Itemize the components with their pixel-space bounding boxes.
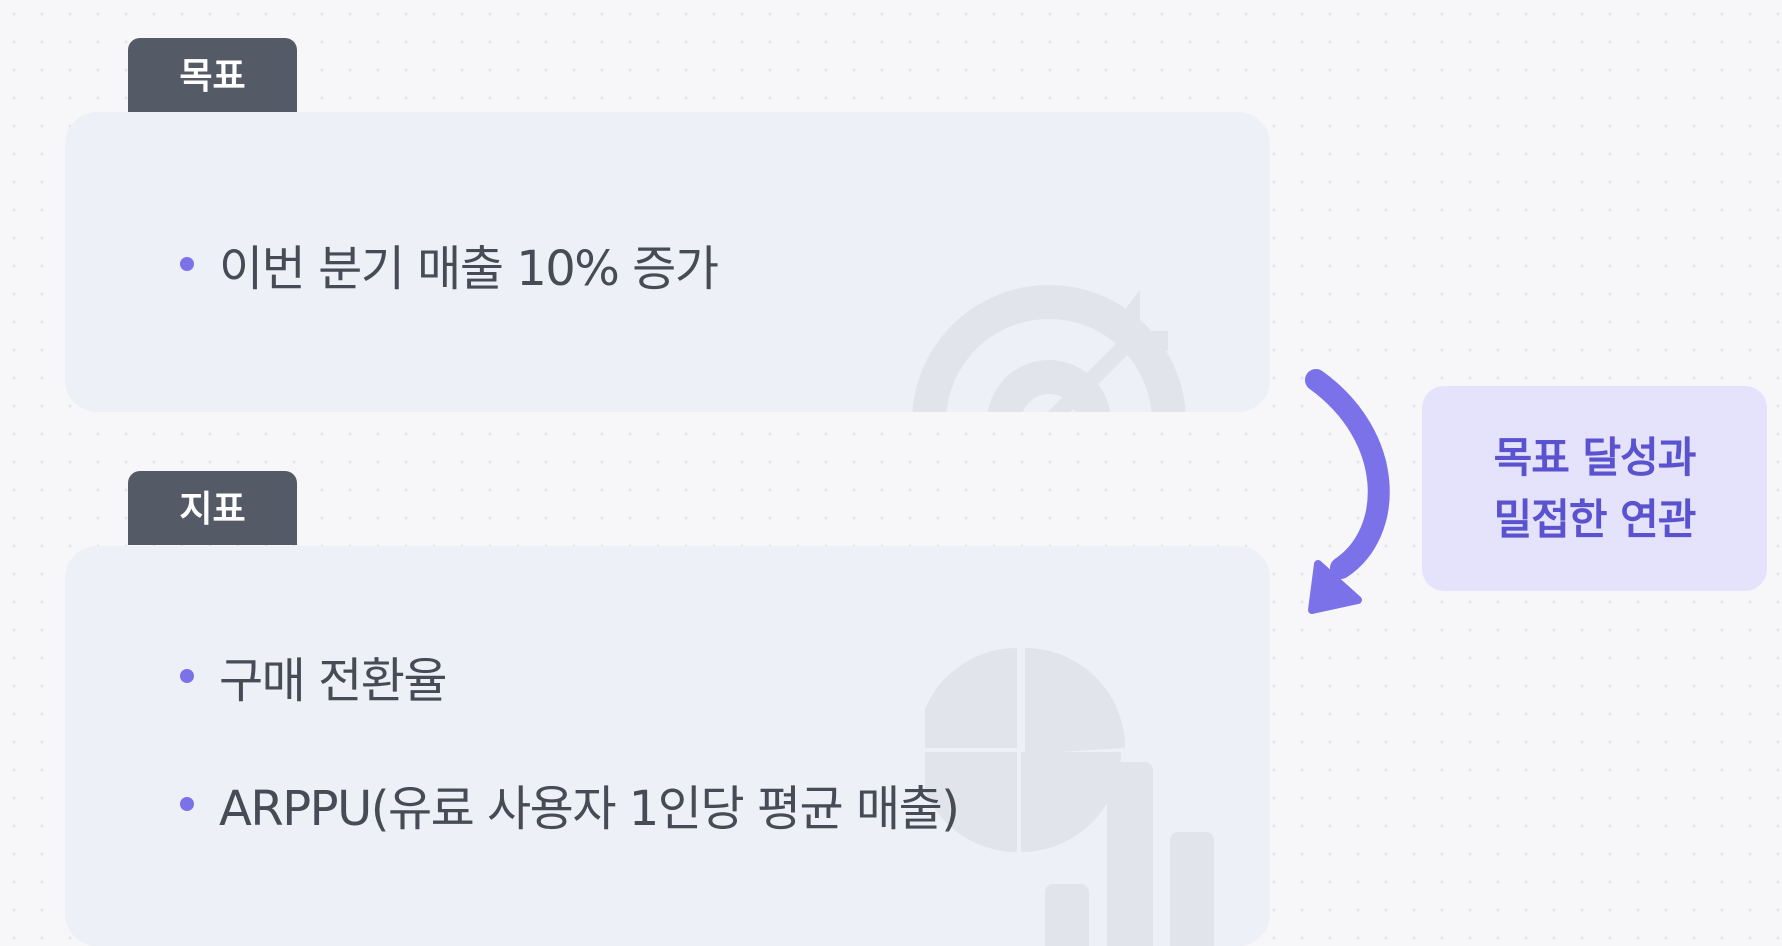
pie-bar-chart-icon [925, 648, 1214, 946]
goal-list-item: 이번 분기 매출 10% 증가 [180, 230, 719, 298]
bullet-dot-icon [180, 669, 194, 683]
curved-arrow-icon [1305, 369, 1390, 614]
relation-line-2: 밀접한 연관 [1493, 494, 1697, 544]
metric-section-tag-label: 지표 [179, 489, 246, 530]
goal-item-text: 이번 분기 매출 10% 증가 [219, 241, 719, 297]
metric-list: 구매 전환율 ARPPU(유료 사용자 1인당 평균 매출) [180, 642, 960, 838]
metric-list-item: ARPPU(유료 사용자 1인당 평균 매출) [180, 770, 960, 838]
metric-item-text: ARPPU(유료 사용자 1인당 평균 매출) [219, 781, 960, 837]
target-arrow-icon [912, 285, 1186, 412]
metric-card: 구매 전환율 ARPPU(유료 사용자 1인당 평균 매출) [65, 546, 1270, 946]
metric-section-tag: 지표 [128, 471, 297, 545]
relation-line-1: 목표 달성과 [1493, 432, 1697, 482]
metric-list-item: 구매 전환율 [180, 642, 959, 710]
bullet-dot-icon [180, 257, 194, 271]
goal-list: 이번 분기 매출 10% 증가 [180, 230, 719, 298]
bullet-dot-icon [180, 797, 194, 811]
goal-section-tag-label: 목표 [179, 56, 246, 97]
metric-item-text: 구매 전환율 [219, 653, 448, 709]
goal-section-tag: 목표 [128, 38, 297, 112]
goal-card: 이번 분기 매출 10% 증가 [65, 112, 1270, 412]
relation-callout: 목표 달성과 밀접한 연관 [1422, 386, 1767, 591]
